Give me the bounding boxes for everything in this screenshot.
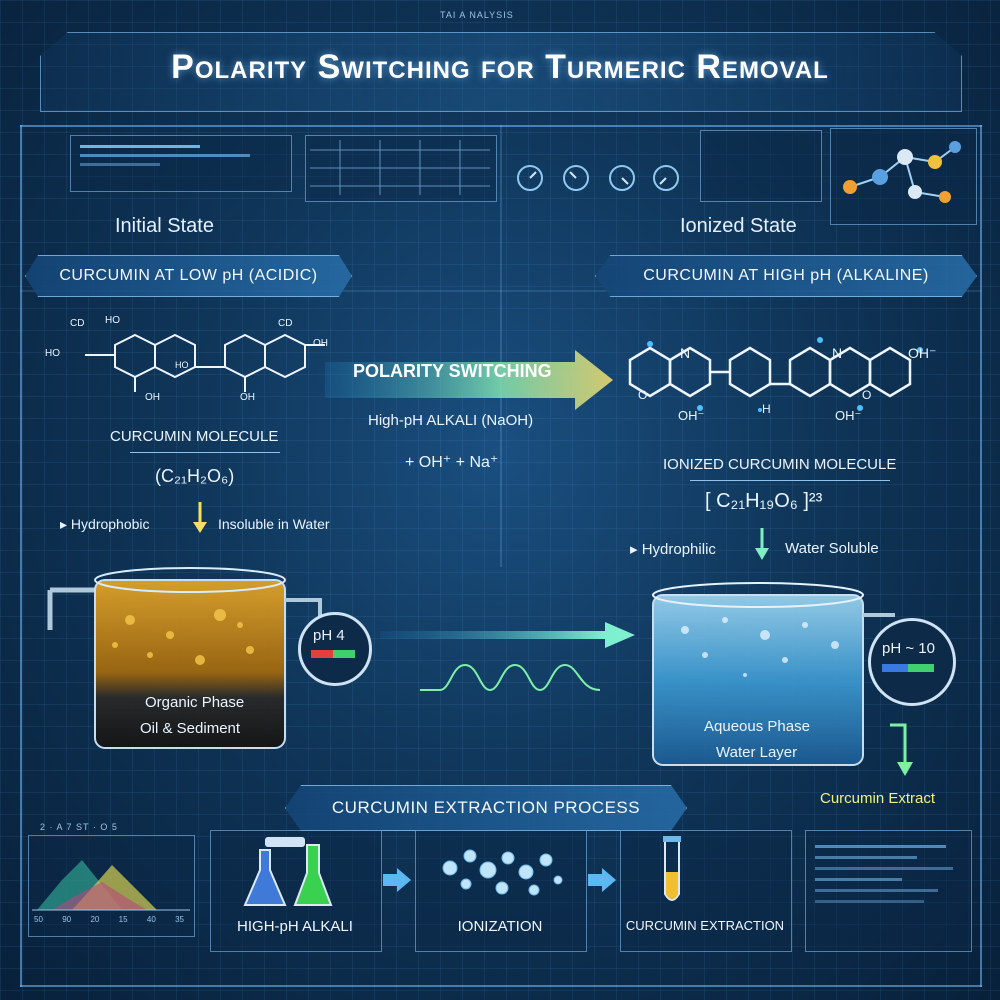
hydrophilic-label: ▸ Hydrophilic: [630, 541, 716, 558]
ph-indicator-right: [882, 664, 934, 672]
atom-label: HO: [105, 315, 120, 326]
extraction-process-banner: CURCUMIN EXTRACTION PROCESS: [285, 785, 687, 831]
chart-tick: 50: [34, 915, 43, 924]
atom-label: CD: [70, 318, 85, 329]
down-arrow-icon: [755, 528, 769, 560]
chart-tick: 35: [175, 915, 184, 924]
hydrophobic-text: Hydrophobic: [70, 516, 150, 532]
atom-label: CD: [278, 318, 293, 329]
ph-gauge-right: [868, 618, 956, 706]
step-label-ionization: IONIZATION: [457, 918, 543, 935]
water-soluble-label: Water Soluble: [785, 540, 879, 557]
low-ph-banner: CURCUMIN AT LOW pH (ACIDIC): [25, 255, 352, 297]
atom-label: OH: [145, 392, 160, 403]
polarity-switching-label: POLARITY SWITCHING: [353, 361, 552, 381]
chart-tick: 90: [62, 915, 72, 924]
chart-tick: 20: [90, 915, 100, 924]
center-horizontal-line: [20, 290, 982, 292]
spectrum-chart: [32, 860, 190, 911]
curcumin-formula: (C₂₁H₂O₆): [155, 466, 235, 486]
flask-icon: [243, 837, 333, 906]
atom-label: N: [680, 345, 691, 361]
hydrophobic-label: ▸ Hydrophobic: [60, 516, 150, 532]
step-label-extraction: CURCUMIN EXTRACTION: [625, 918, 785, 933]
ph-indicator-left: [311, 650, 355, 658]
ionized-curcumin-structure: [628, 337, 923, 412]
bottom-right-bars: [815, 845, 960, 911]
ph-value-right: pH ~ 10: [882, 640, 935, 657]
down-arrow-icon: [193, 502, 207, 533]
chart-tick: 40: [146, 915, 156, 924]
ph-value-left: pH 4: [313, 627, 345, 644]
test-tube-icon: [663, 836, 681, 901]
atom-label: O: [862, 388, 872, 402]
step-panel-alkali: [210, 830, 382, 952]
frame-left-line: [20, 125, 22, 987]
top-left-panel-bars: [80, 145, 280, 172]
atom-label: O: [638, 388, 648, 402]
chart-tag: 2 · A 7 ST · O 5: [40, 822, 118, 832]
step-arrow-icon: [588, 868, 616, 892]
aqueous-phase-beaker: [652, 582, 895, 766]
title-bar: [40, 32, 962, 112]
molecule-model-icon: [843, 141, 961, 203]
atom-label: H: [762, 402, 771, 416]
ionized-molecule-label: IONIZED CURCUMIN MOLECULE: [663, 456, 897, 473]
chart-ticks: 50 90 20 15 40 35: [34, 915, 184, 924]
reagent-label: High-pH ALKALI (NaOH): [368, 412, 534, 429]
ionized-divider: [690, 480, 890, 481]
polarity-switch-arrow: [325, 350, 613, 410]
step-panel-extraction: [620, 830, 792, 952]
signal-wave: [420, 663, 600, 692]
hydrophilic-text: Hydrophilic: [641, 541, 716, 558]
ionized-state-label: Ionized State: [680, 215, 797, 237]
atom-label: OH⁻: [678, 408, 705, 423]
organic-phase-label: Organic Phase: [145, 694, 245, 711]
frame-right-line: [980, 125, 982, 987]
step-label-alkali: HIGH-pH ALKALI: [237, 918, 353, 935]
atom-label: HO: [175, 360, 189, 370]
center-vertical-line: [500, 125, 502, 567]
ph-gauge-left: [298, 612, 372, 686]
atom-label: OH⁻: [908, 345, 937, 361]
chart-tick: 15: [118, 915, 128, 924]
initial-state-label: Initial State: [115, 215, 214, 237]
organic-phase-beaker: [47, 567, 322, 749]
atom-label: N: [832, 345, 843, 361]
frame-bottom-line: [20, 985, 982, 987]
atom-label: OH: [240, 392, 255, 403]
water-layer-label: Water Layer: [716, 744, 798, 761]
high-ph-banner: CURCUMIN AT HIGH pH (ALKALINE): [595, 255, 977, 297]
gauge-icons: [517, 165, 679, 191]
curcumin-molecule-label: CURCUMIN MOLECULE: [110, 428, 279, 445]
top-right-panel: [700, 130, 822, 202]
ions-label: + OH⁺ + Na⁺: [405, 454, 499, 471]
atom-label: OH: [313, 338, 328, 349]
header-tag: TAI A NALYSIS: [440, 10, 514, 20]
oil-sediment-label: Oil & Sediment: [140, 720, 241, 737]
curcumin-extract-label: Curcumin Extract: [820, 790, 936, 807]
curcumin-structure: [85, 333, 325, 392]
flow-arrow: [380, 622, 635, 648]
extract-arrow-icon: [890, 723, 913, 776]
atom-label: HO: [45, 348, 60, 359]
insoluble-label: Insoluble in Water: [218, 516, 330, 532]
page-title: Polarity Switching for Turmeric Removal: [171, 48, 829, 86]
aqueous-phase-label: Aqueous Phase: [704, 718, 810, 735]
ionization-particles-icon: [442, 849, 563, 896]
atom-label: OH⁻: [835, 408, 862, 423]
step-arrow-icon: [383, 868, 411, 892]
molecule-divider: [130, 452, 280, 453]
top-center-grid-icon: [310, 140, 490, 195]
ionized-formula: [ C₂₁H₁₉O₆ ]²³: [705, 490, 823, 512]
